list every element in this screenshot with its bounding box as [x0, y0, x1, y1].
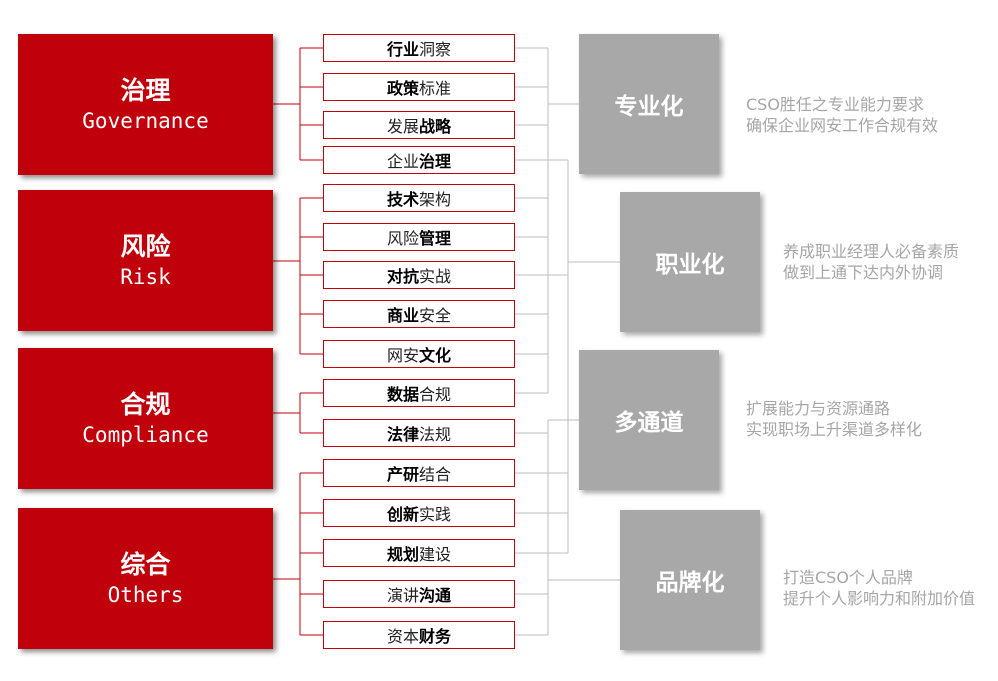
item-text-1: 商业 [386, 306, 419, 325]
item-text-1: 网安 [386, 346, 419, 365]
goal-desc-line: 做到上通下达内外协调 [783, 263, 944, 282]
item-text-1: 演讲 [386, 586, 419, 605]
item-text-2: 财务 [419, 627, 452, 646]
category-en-label: Governance [82, 108, 209, 133]
item-text-2: 架构 [419, 190, 452, 209]
goal-description: CSO胜任之专业能力要求 确保企业网安工作合规有效 [746, 94, 938, 136]
category-en-label: Risk [120, 264, 171, 289]
item-box: 发展战略 [323, 111, 515, 139]
item-box: 法律法规 [323, 419, 515, 447]
item-box: 风险管理 [323, 223, 515, 251]
item-text-2: 管理 [419, 229, 452, 248]
category-others: 综合 Others [18, 508, 273, 649]
item-text-2: 建设 [419, 545, 452, 564]
item-text-1: 政策 [386, 79, 419, 98]
goal-desc-line: CSO胜任之专业能力要求 [746, 95, 924, 114]
item-text-2: 结合 [419, 465, 452, 484]
category-en-label: Compliance [82, 422, 209, 447]
item-text-2: 实践 [419, 505, 452, 524]
goal-desc-line: 实现职场上升渠道多样化 [746, 420, 923, 439]
item-text-1: 技术 [386, 190, 419, 209]
item-box: 产研结合 [323, 459, 515, 487]
goal-description: 打造CSO个人品牌 提升个人影响力和附加价值 [783, 567, 975, 609]
item-text-2: 法规 [419, 425, 452, 444]
category-risk: 风险 Risk [18, 190, 273, 331]
category-cn-label: 治理 [120, 75, 171, 105]
item-box: 行业洞察 [323, 34, 515, 62]
category-compliance: 合规 Compliance [18, 348, 273, 489]
item-text-1: 企业 [386, 152, 419, 171]
goal-professionalization: 专业化 [579, 34, 719, 174]
item-box: 企业治理 [323, 146, 515, 174]
item-text-2: 洞察 [419, 40, 452, 59]
item-text-2: 文化 [419, 346, 452, 365]
item-box: 资本财务 [323, 621, 515, 649]
goal-desc-line: 打造CSO个人品牌 [783, 568, 913, 587]
item-box: 数据合规 [323, 379, 515, 407]
item-text-2: 合规 [419, 385, 452, 404]
item-text-2: 沟通 [419, 586, 452, 605]
goal-desc-line: 确保企业网安工作合规有效 [746, 116, 939, 135]
item-text-2: 实战 [419, 267, 452, 286]
category-governance: 治理 Governance [18, 34, 273, 175]
item-text-2: 战略 [419, 117, 452, 136]
item-box: 演讲沟通 [323, 580, 515, 608]
item-text-1: 规划 [386, 545, 419, 564]
item-box: 规划建设 [323, 539, 515, 567]
item-text-1: 创新 [386, 505, 419, 524]
goal-careerization: 职业化 [620, 192, 760, 332]
item-box: 技术架构 [323, 184, 515, 212]
item-text-1: 数据 [386, 385, 419, 404]
category-cn-label: 综合 [120, 549, 171, 579]
item-text-1: 产研 [386, 465, 419, 484]
item-text-1: 资本 [386, 627, 419, 646]
goal-desc-line: 养成职业经理人必备素质 [783, 242, 960, 261]
goal-multi-channel: 多通道 [579, 350, 719, 490]
item-text-1: 对抗 [386, 267, 419, 286]
goal-desc-line: 扩展能力与资源通路 [746, 399, 891, 418]
category-cn-label: 风险 [120, 231, 171, 261]
item-box: 商业安全 [323, 300, 515, 328]
item-text-1: 发展 [386, 117, 419, 136]
item-text-2: 安全 [419, 306, 452, 325]
item-text-2: 标准 [419, 79, 452, 98]
item-box: 对抗实战 [323, 261, 515, 289]
goal-branding: 品牌化 [620, 510, 760, 650]
item-box: 政策标准 [323, 73, 515, 101]
category-en-label: Others [107, 582, 184, 607]
goal-description: 扩展能力与资源通路 实现职场上升渠道多样化 [746, 398, 922, 440]
item-text-2: 治理 [419, 152, 452, 171]
goal-desc-line: 提升个人影响力和附加价值 [783, 589, 976, 608]
item-box: 创新实践 [323, 499, 515, 527]
item-text-1: 行业 [386, 40, 419, 59]
item-text-1: 风险 [386, 229, 419, 248]
item-text-1: 法律 [386, 425, 419, 444]
category-cn-label: 合规 [120, 389, 171, 419]
goal-description: 养成职业经理人必备素质 做到上通下达内外协调 [783, 241, 959, 283]
item-box: 网安文化 [323, 340, 515, 368]
